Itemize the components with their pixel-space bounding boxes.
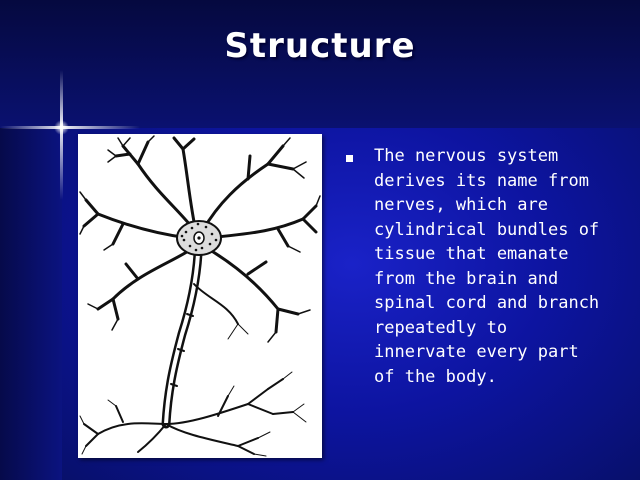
bullet-text: The nervous system derives its name from… [374, 146, 600, 387]
neuron-illustration-icon [78, 134, 322, 458]
bullet-marker-icon [346, 155, 353, 162]
left-band [0, 128, 62, 480]
neuron-figure [78, 134, 322, 458]
bullet-list: The nervous system derives its name from… [346, 144, 628, 389]
light-flare-horizontal [0, 126, 140, 129]
slide-title: Structure [224, 26, 416, 66]
light-flare-icon [54, 120, 69, 135]
light-flare-vertical [60, 70, 63, 200]
title-band [0, 0, 640, 128]
